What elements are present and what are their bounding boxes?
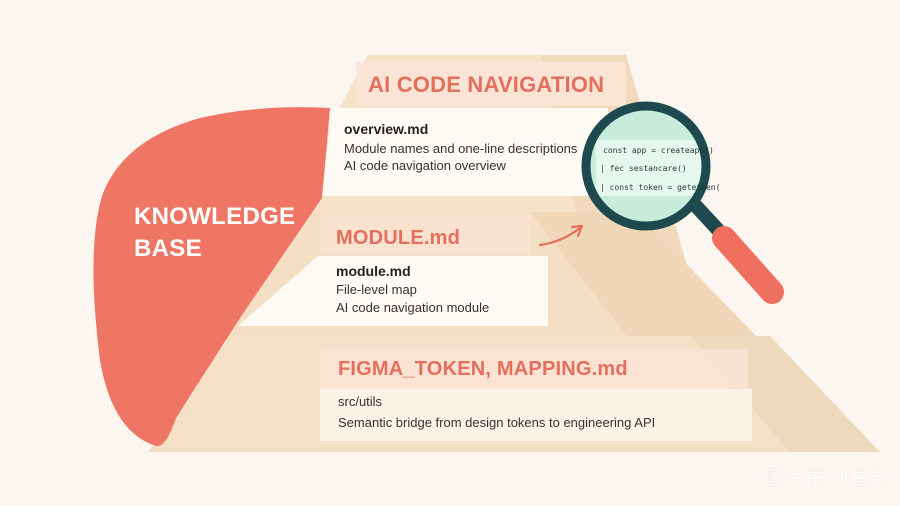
overview-card [322, 108, 608, 196]
magnifier-code-line: const app = createapp() [603, 146, 714, 155]
module-card-heading: module.md [336, 263, 411, 279]
magnifier-handle-neck [689, 199, 727, 239]
tier-1-title-band [356, 62, 626, 106]
tier-3-title-band [320, 349, 748, 389]
mapping-card-line: src/utils [338, 394, 383, 409]
module-card-line: AI code navigation module [336, 300, 490, 315]
knowledge-base-label: KNOWLEDGE BASE [134, 201, 295, 265]
module-card [238, 256, 548, 326]
magnifier-lens-rim [581, 101, 711, 231]
knowledge-base-line-2: BASE [134, 235, 202, 262]
mapping-card-line: Semantic bridge from design tokens to en… [338, 415, 656, 430]
mapping-card [320, 389, 752, 441]
tier-3-title: FIGMA_TOKEN, MAPPING.md [338, 358, 628, 380]
magnifier-code-line: | const token = getetaen( [600, 183, 721, 192]
knowledge-base-line-1: KNOWLEDGE [134, 203, 296, 230]
ai-generated-watermark: 图片由AI生成 [765, 467, 886, 489]
tier-2-title: MODULE.md [336, 227, 461, 249]
knowledge-base-shape [93, 107, 330, 447]
tier-2-title-band [320, 215, 530, 255]
arrow-line [538, 226, 582, 247]
overview-card-heading: overview.md [344, 121, 429, 137]
overview-card-line: AI code navigation overview [344, 158, 506, 173]
overview-card-line: Module names and one-line descriptions [344, 141, 578, 156]
arrow-head [570, 224, 584, 238]
magnifier-code-line: | fec sestancare() [600, 164, 687, 173]
tier-1-title: AI CODE NAVIGATION [368, 72, 605, 97]
magnifier-code-highlight [596, 140, 706, 196]
tier-2-side-face [530, 212, 760, 340]
module-card-line: File-level map [336, 282, 417, 297]
magnifier-handle [712, 226, 784, 304]
